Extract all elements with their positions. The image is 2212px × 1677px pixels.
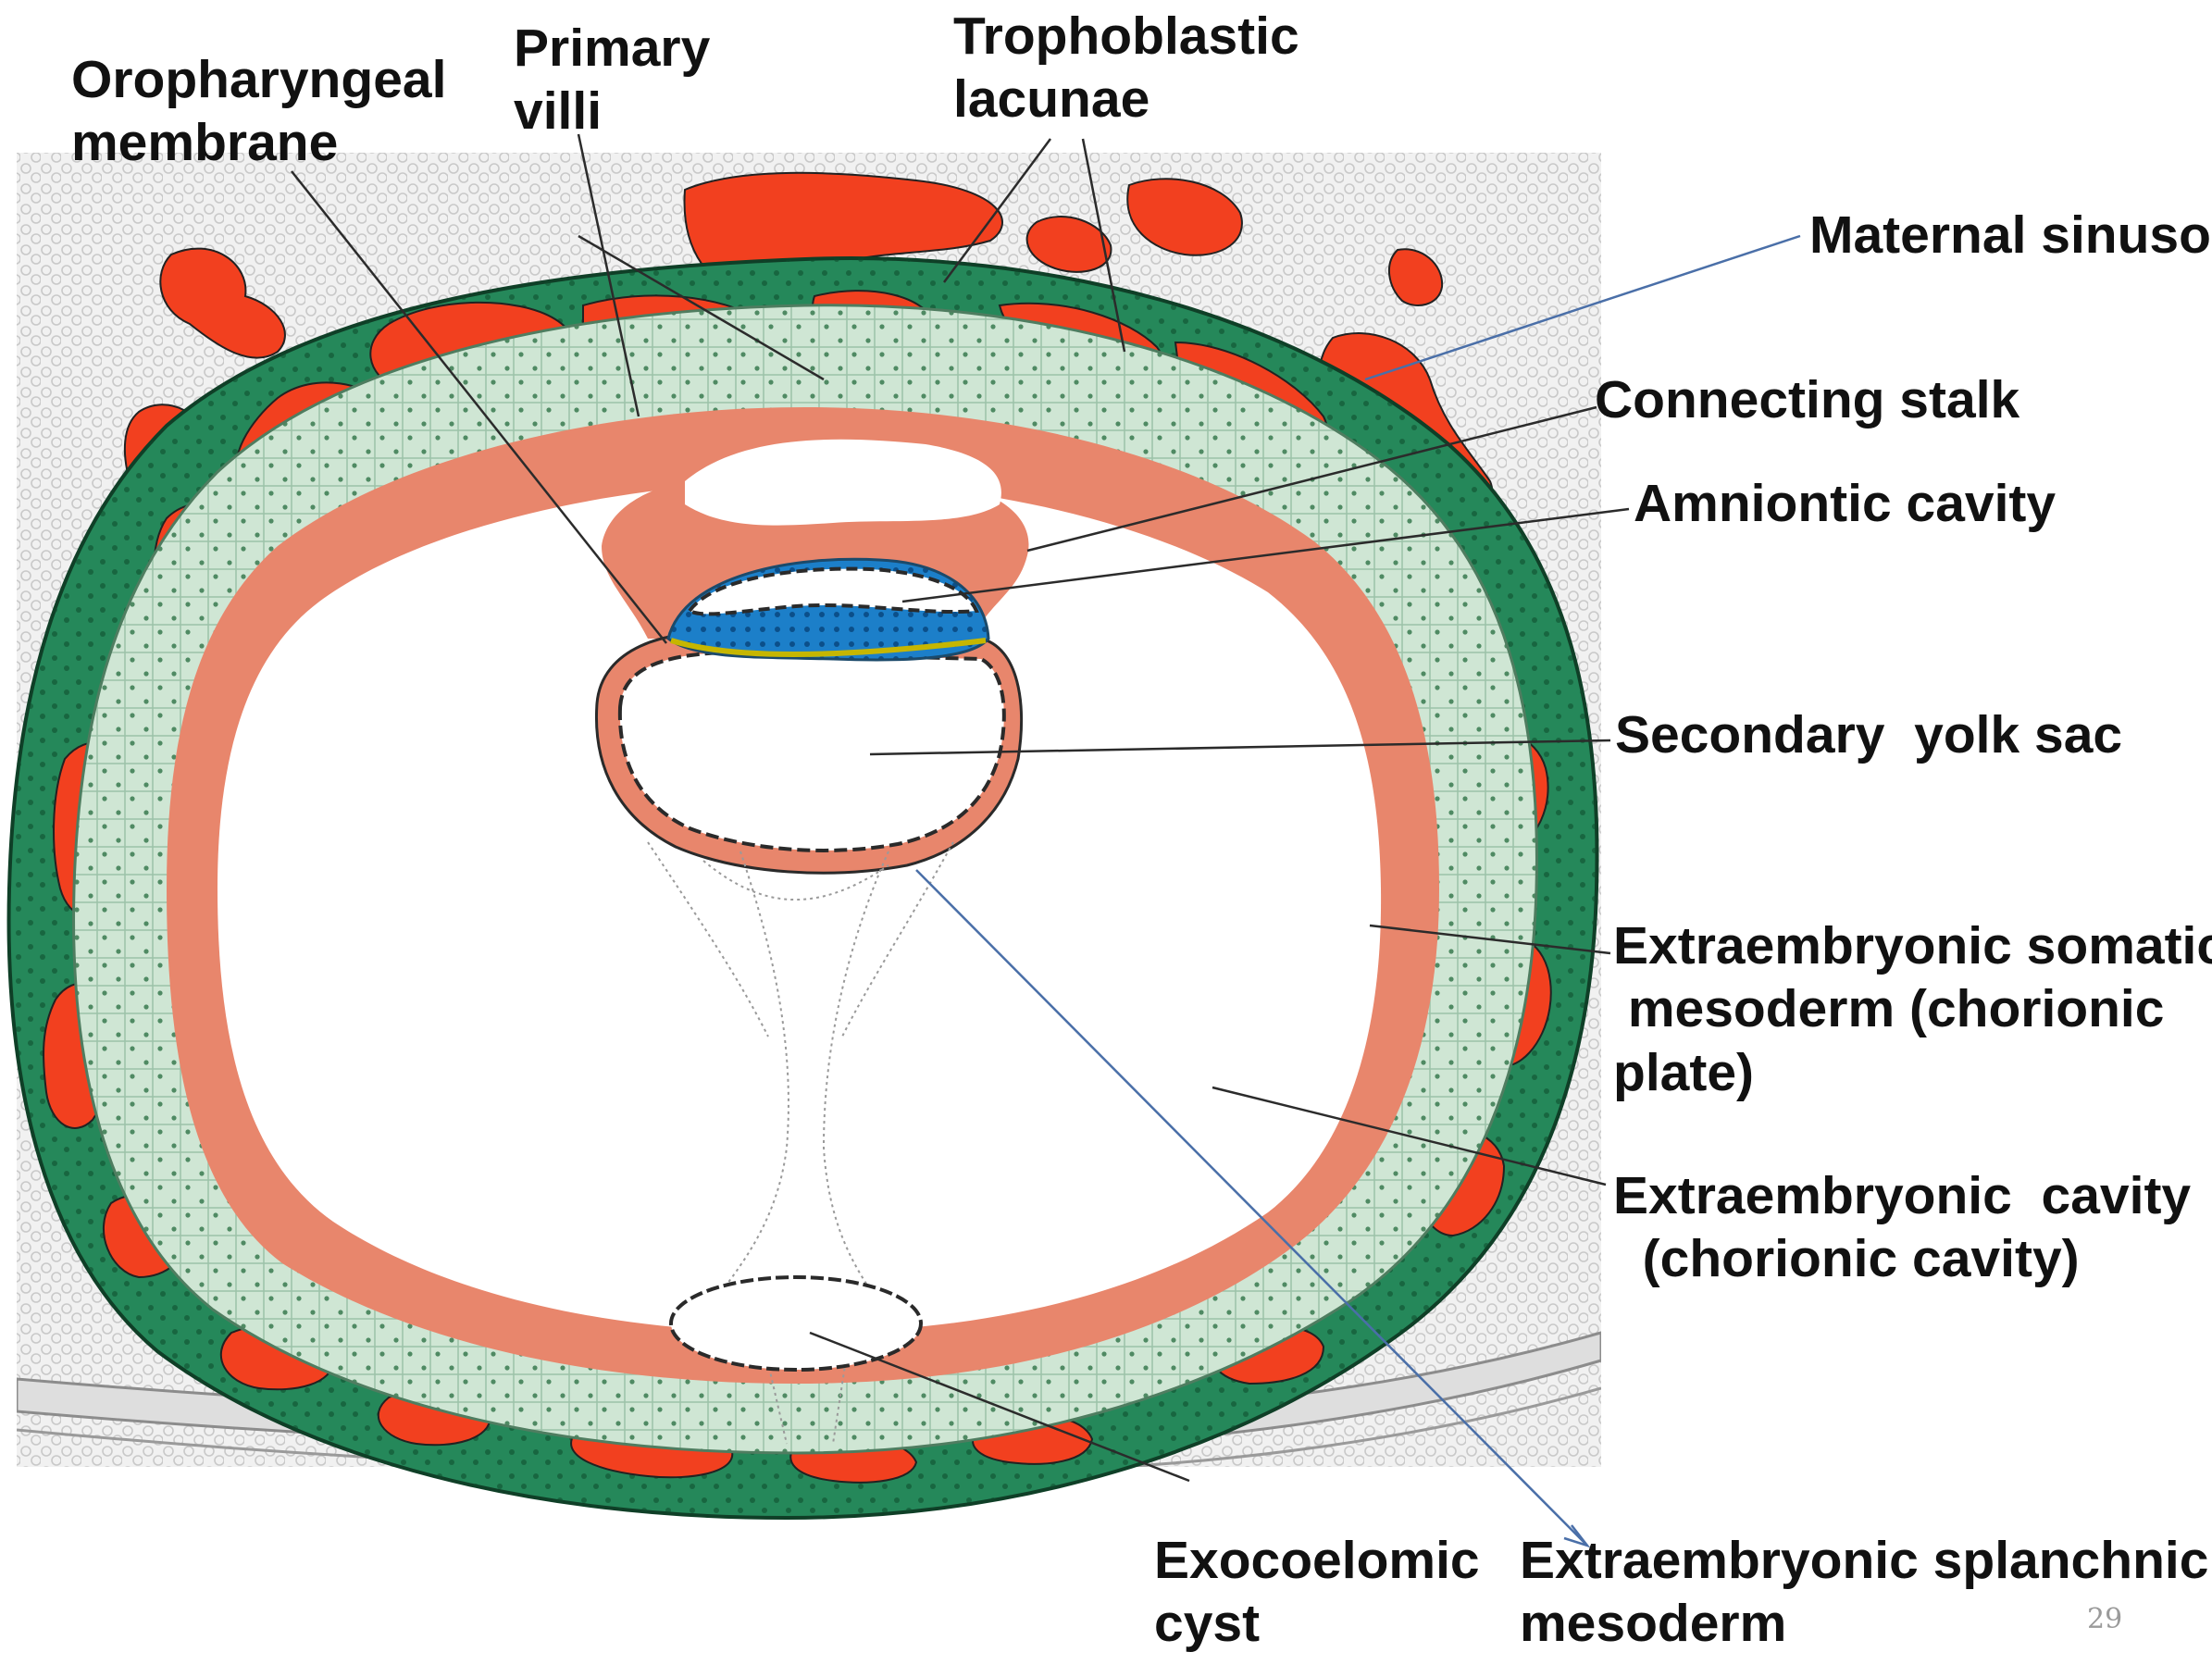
hypoblast <box>670 638 987 657</box>
leader-lines <box>291 133 1801 1548</box>
leader-primary-villi-2 <box>578 234 825 381</box>
label-secondary-yolk-sac: Secondary yolk sac <box>1615 703 2122 766</box>
leader-somatic-mesoderm <box>1369 924 1611 955</box>
label-line: plate) <box>1613 1042 1755 1102</box>
label-line: Extraembryonic cavity <box>1613 1166 2192 1225</box>
leader-oropharyngeal <box>291 170 667 644</box>
leader-maternal-sinusoid <box>1364 234 1801 381</box>
leader-extraembryonic-cavity <box>1212 1086 1607 1186</box>
leader-lacunae-1 <box>942 138 1052 283</box>
leader-connecting-stalk <box>1026 405 1597 553</box>
label-extraembryonic-cavity: Extraembryonic cavity (chorionic cavity) <box>1613 1164 2191 1291</box>
label-line: Amniontic cavity <box>1634 474 2057 533</box>
chorionic-sac <box>6 256 1599 1521</box>
label-primary-villi: Primary villi <box>514 17 710 143</box>
secondary-yolk-sac <box>617 650 1006 852</box>
leader-lacunae-2 <box>1081 138 1126 353</box>
page-number: 29 <box>2087 1603 2123 1635</box>
leader-amniotic-cavity <box>901 507 1630 603</box>
label-line: Connecting stalk <box>1595 370 2020 429</box>
exocoelomic-cyst <box>669 1275 923 1372</box>
label-line: membrane <box>71 113 339 173</box>
leader-exocoelomic-cyst <box>809 1331 1190 1483</box>
label-oropharyngeal-membrane: Oropharyngeal membrane <box>71 48 446 175</box>
label-trophoblastic-lacunae: Trophoblastic lacunae <box>953 5 1299 131</box>
label-line: Exocoelomic <box>1154 1531 1480 1590</box>
label-maternal-sinusoid: Maternal sinusoid <box>1809 204 2212 267</box>
leader-yolk-sac <box>869 739 1611 756</box>
label-line: Extraembryonic somatic <box>1613 916 2212 975</box>
label-line: Oropharyngeal <box>71 50 447 109</box>
label-connecting-stalk: Connecting stalk <box>1595 368 2019 431</box>
leader-splanchnic <box>915 869 1588 1547</box>
label-line: (chorionic cavity) <box>1613 1229 2080 1289</box>
amniotic-cavity <box>687 566 979 616</box>
label-line: Primary <box>514 19 711 78</box>
label-amniotic-cavity: Amniontic cavity <box>1634 472 2056 535</box>
label-extraembryonic-somatic-mesoderm: Extraembryonic somatic mesoderm (chorion… <box>1613 914 2212 1104</box>
label-line: Secondary yolk sac <box>1615 705 2123 764</box>
connecting-stalk-group <box>594 439 1029 875</box>
label-line: villi <box>514 81 603 142</box>
leader-splanchnic-arrowhead <box>1563 1524 1591 1548</box>
label-line: mesoderm (chorionic <box>1613 979 2165 1039</box>
label-line: Trophoblastic <box>953 6 1299 66</box>
label-line: cyst <box>1154 1594 1261 1654</box>
amnion-roof <box>685 439 1001 526</box>
label-line: Maternal sinusoid <box>1809 205 2212 265</box>
chorionic-cavity <box>217 481 1382 1333</box>
label-extraembryonic-splanchnic-mesoderm: Extraembryonic splanchnic mesoderm <box>1520 1529 2208 1656</box>
leader-primary-villi-1 <box>577 133 640 417</box>
label-line: mesoderm <box>1520 1594 1787 1654</box>
label-line: Extraembryonic splanchnic <box>1520 1531 2209 1590</box>
label-exocoelomic-cyst: Exocoelomic cyst <box>1154 1529 1480 1656</box>
label-line: lacunae <box>953 69 1150 130</box>
